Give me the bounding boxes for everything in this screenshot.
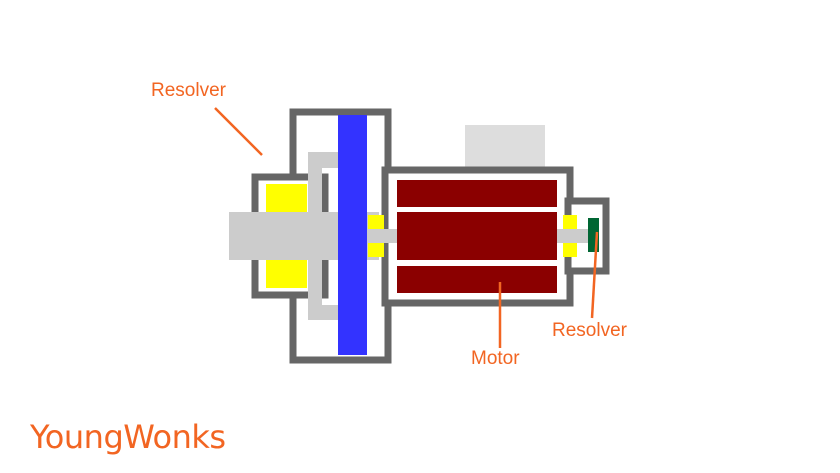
resolver-disc	[338, 115, 367, 355]
left-bearing-top	[266, 184, 307, 212]
motor-label: Motor	[471, 348, 520, 369]
resolver-right-label: Resolver	[552, 320, 627, 341]
left-bearing-bottom	[266, 260, 307, 288]
resolver-right-leader	[590, 231, 599, 319]
resolver-sensor	[588, 218, 599, 252]
resolver-top-label: Resolver	[151, 80, 226, 101]
motor-winding-middle	[397, 212, 557, 260]
right-bearing-top	[563, 215, 577, 229]
motor-winding-bottom	[397, 266, 557, 293]
right-bearing-bottom	[563, 243, 577, 257]
brand-logo-text: YoungWonks	[30, 418, 226, 456]
motor-winding-top	[397, 180, 557, 207]
resolver-top-leader	[214, 107, 263, 156]
resolver-bracket	[308, 152, 338, 320]
mid-bearing-top	[368, 215, 384, 229]
mid-bearing-bottom	[368, 243, 384, 257]
terminal-box	[465, 125, 545, 170]
